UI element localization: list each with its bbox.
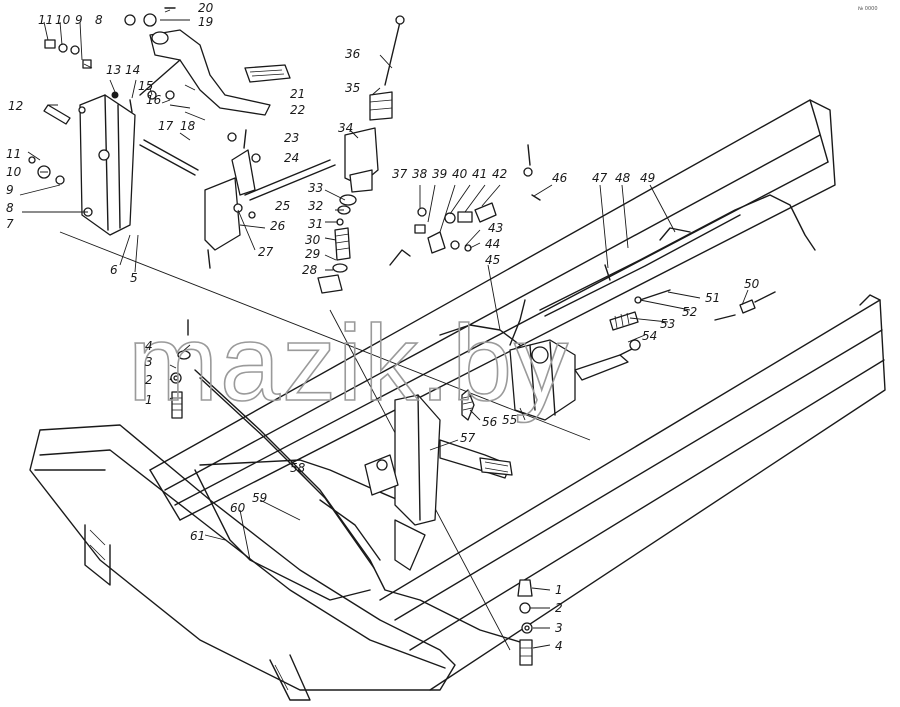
cable-runs [194,194,816,646]
callout-3-left: 3 [145,355,153,369]
fluid-reservoir-assembly [317,15,405,294]
callout-54: 54 [642,329,657,343]
leader-lines [19,9,749,649]
callout-2-left: 2 [145,373,153,387]
callout-29: 29 [305,247,320,261]
callout-39: 39 [432,167,447,181]
callout-14: 14 [125,63,140,77]
callout-33: 33 [308,181,323,195]
callout-25: 25 [275,199,290,213]
callout-52: 52 [682,305,697,319]
callout-3-bottom: 3 [555,621,563,635]
callout-17: 17 [158,119,174,133]
callout-53: 53 [660,317,675,331]
callout-26: 26 [270,219,286,233]
callout-23: 23 [284,131,299,145]
callout-labels: 20 19 11 10 9 8 36 13 14 15 16 35 21 12 … [6,1,760,653]
callout-1-bottom: 1 [555,583,563,597]
callout-13: 13 [106,63,121,77]
callout-16: 16 [146,93,162,107]
callout-11-mid: 11 [6,147,21,161]
callout-9-mid: 9 [6,183,14,197]
fasteners-top [28,7,176,185]
master-cylinder-assembly [204,129,336,269]
pedal-bracket-assembly [28,7,291,236]
callout-38: 38 [412,167,428,181]
callout-59: 59 [252,491,267,505]
callout-10-top: 10 [55,13,71,27]
callout-8-top: 8 [95,13,103,27]
callout-9-top: 9 [75,13,83,27]
valve-stack-bottom [517,579,533,666]
callout-11-top: 11 [38,13,53,27]
callout-15: 15 [138,79,153,93]
callout-58: 58 [290,461,306,475]
callout-56: 56 [482,415,498,429]
callout-57: 57 [460,431,476,445]
callout-31: 31 [308,217,323,231]
callout-12: 12 [8,99,23,113]
frame-long-rail [149,99,886,691]
callout-47: 47 [592,171,608,185]
callout-41: 41 [472,167,487,181]
callout-18: 18 [180,119,196,133]
callout-4-bottom: 4 [555,639,563,653]
callout-19: 19 [198,15,213,29]
callout-40: 40 [452,167,468,181]
callout-51: 51 [705,291,720,305]
callout-7: 7 [6,217,14,231]
clutch-booster-assembly [461,289,776,421]
callout-36: 36 [345,47,361,61]
callout-45: 45 [485,253,500,267]
callout-27: 27 [258,245,274,259]
callout-5: 5 [130,271,138,285]
callout-28: 28 [302,263,318,277]
callout-50: 50 [744,277,760,291]
callout-20: 20 [198,1,214,15]
callout-30: 30 [305,233,321,247]
callout-21: 21 [290,87,305,101]
callout-8-mid: 8 [6,201,14,215]
callout-48: 48 [615,171,631,185]
pipe-fittings-group [389,144,541,266]
callout-37: 37 [392,167,408,181]
callout-1-left: 1 [145,393,153,407]
callout-43: 43 [488,221,503,235]
callout-61: 61 [190,529,205,543]
callout-4-left: 4 [145,339,153,353]
callout-49: 49 [640,171,655,185]
callout-22: 22 [290,103,305,117]
callout-34: 34 [338,121,353,135]
corner-mark: № 0000 [858,6,878,12]
callout-44: 44 [485,237,500,251]
lower-pedal-assembly [364,394,513,571]
callout-6: 6 [110,263,118,277]
callout-2-bottom: 2 [555,601,563,615]
callout-42: 42 [492,167,507,181]
callout-10-mid: 10 [6,165,22,179]
callout-55: 55 [502,413,517,427]
callout-35: 35 [345,81,360,95]
callout-32: 32 [308,199,323,213]
valve-stack-left [170,319,191,419]
callout-24: 24 [284,151,299,165]
callout-60: 60 [230,501,246,515]
callout-46: 46 [552,171,568,185]
watermark-text: mazik.by [128,302,570,423]
